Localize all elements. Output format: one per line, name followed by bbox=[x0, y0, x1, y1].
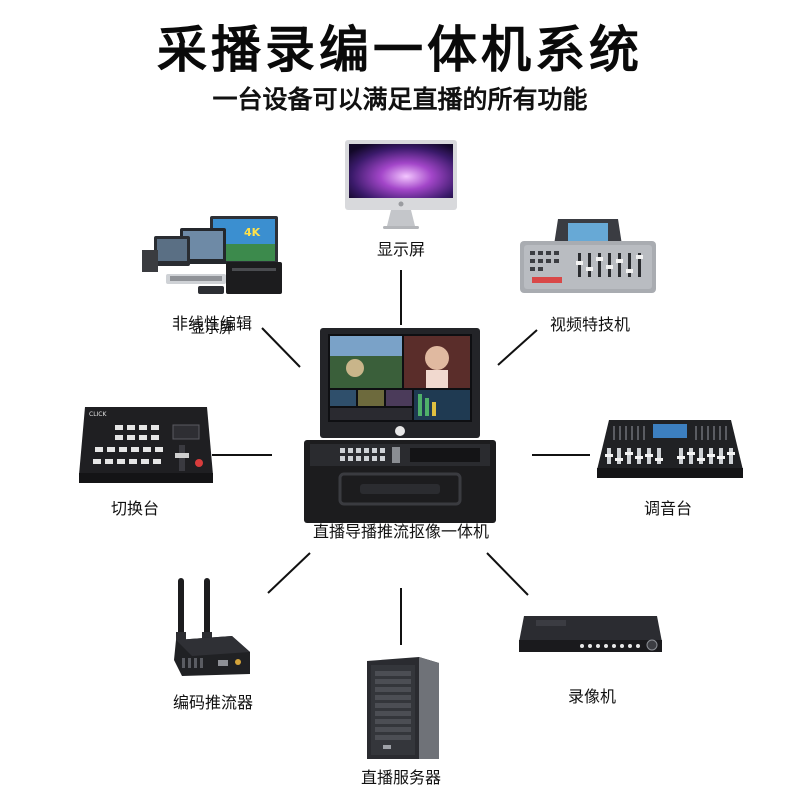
nle-workstation-icon: 4K bbox=[142, 216, 282, 294]
audio-mixer-label: 调音台 bbox=[643, 499, 693, 518]
nle-label: 非线性编辑 bbox=[171, 314, 253, 333]
hub-device-icon bbox=[304, 328, 496, 523]
link-nle bbox=[261, 327, 301, 368]
server-label: 直播服务器 bbox=[360, 768, 442, 787]
video-effects-icon bbox=[520, 219, 656, 293]
recorder-label: 录像机 bbox=[567, 687, 617, 706]
diagram-title: 采播录编一体机系统 bbox=[157, 21, 643, 79]
nle-overlay-text: 显示屏 bbox=[191, 321, 233, 337]
encoder-label: 编码推流器 bbox=[172, 693, 254, 712]
switcher-brand-text: CLICK bbox=[89, 411, 107, 418]
link-recorder bbox=[486, 552, 529, 596]
diagram-subtitle: 一台设备可以满足直播的所有功能 bbox=[212, 85, 588, 114]
link-effects bbox=[497, 329, 538, 366]
video-effects-label: 视频特技机 bbox=[549, 315, 631, 334]
switcher-label: 切换台 bbox=[110, 499, 160, 518]
svg-text:4K: 4K bbox=[244, 226, 261, 239]
switcher-icon: CLICK bbox=[79, 407, 213, 483]
link-encoder bbox=[267, 552, 311, 594]
audio-mixer-icon bbox=[597, 420, 743, 478]
monitor-icon bbox=[345, 140, 457, 229]
monitor-label: 显示屏 bbox=[376, 240, 426, 259]
encoder-icon bbox=[174, 578, 250, 676]
recorder-icon bbox=[519, 616, 662, 652]
hub-label: 直播导播推流抠像一体机 bbox=[312, 522, 490, 541]
server-icon bbox=[367, 657, 439, 759]
